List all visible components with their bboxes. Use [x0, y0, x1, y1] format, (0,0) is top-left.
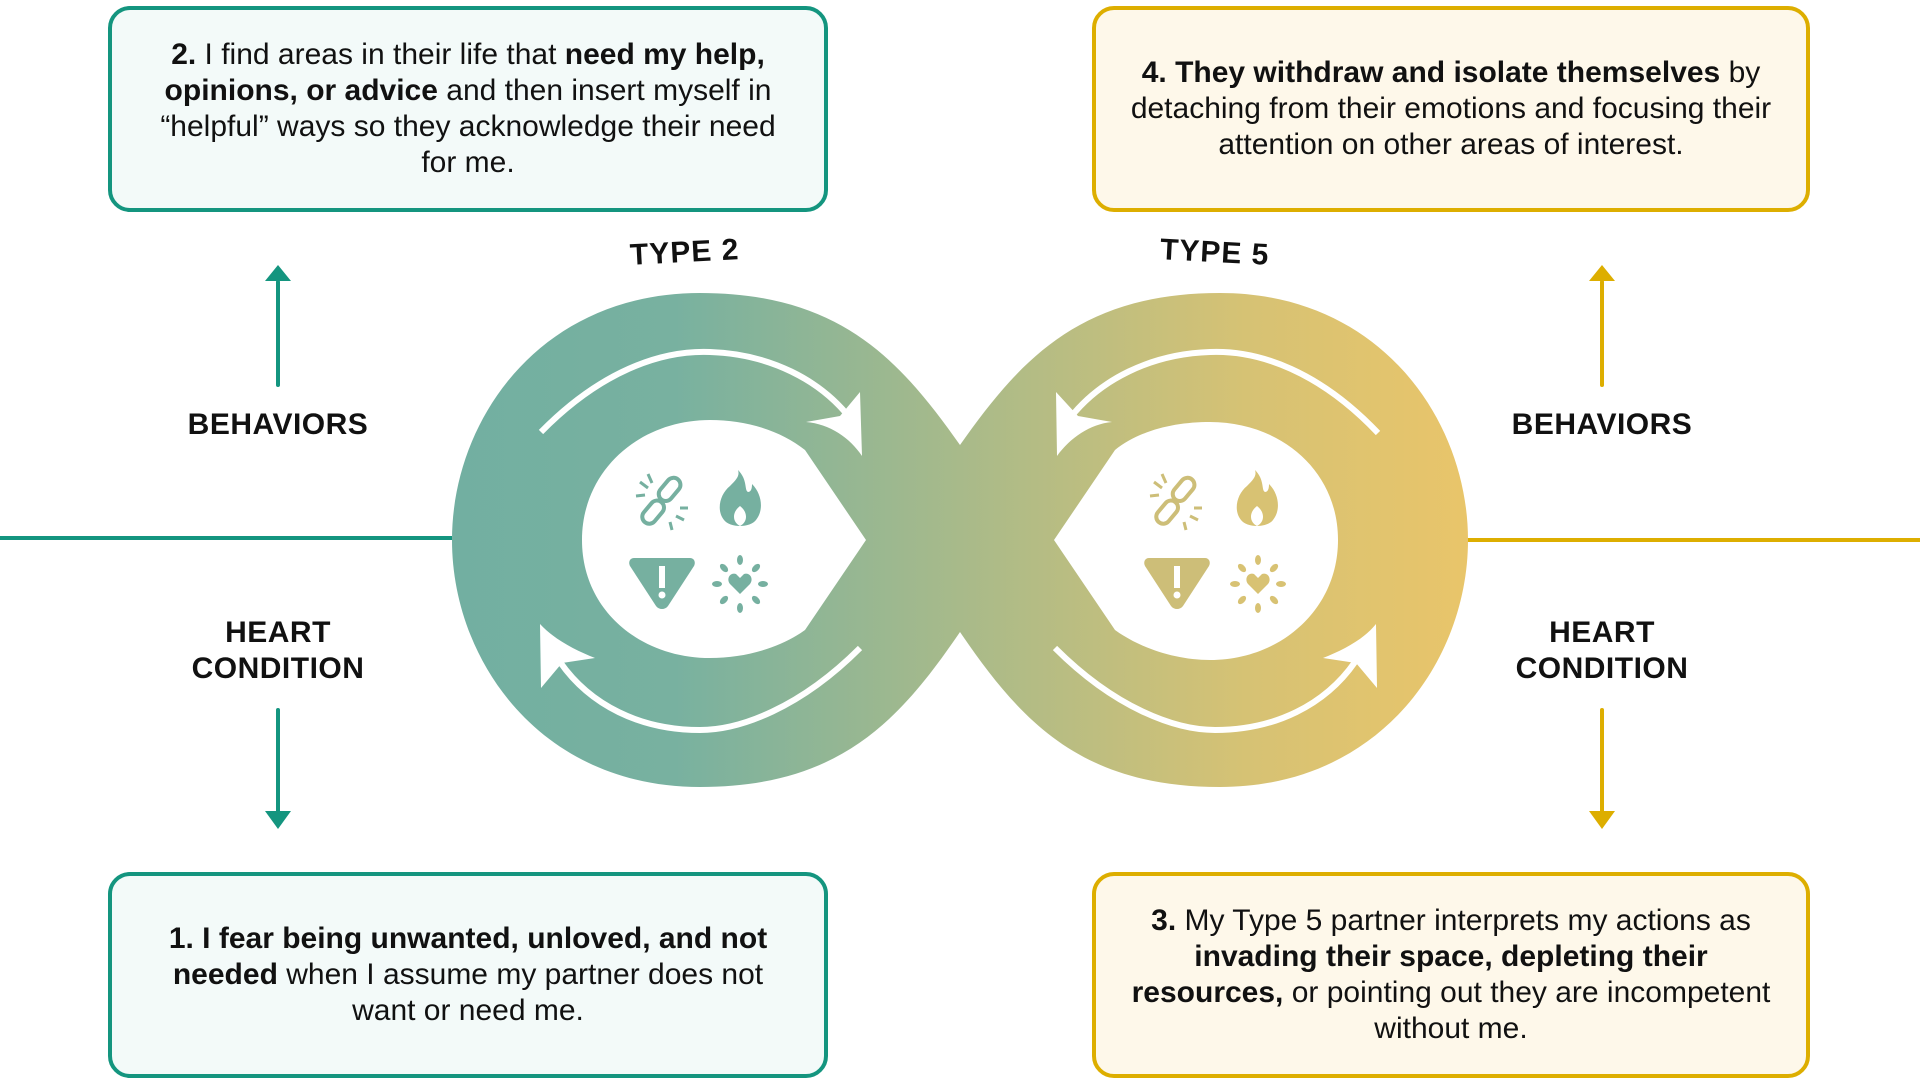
step-3-text: 3. My Type 5 partner interprets my actio… [1126, 903, 1776, 1047]
step-4-emphasis: 4. They withdraw and isolate themselves [1141, 56, 1721, 89]
cycle-arrow-right-bottom [1052, 624, 1377, 734]
heart-condition-label-left: HEART CONDITION [128, 615, 428, 687]
step-2-text-part: I find areas in their life that [196, 38, 565, 71]
behaviors-label-left: BEHAVIORS [187, 408, 369, 441]
arrow-down-heart-left [265, 708, 291, 829]
warning-icon [1144, 558, 1210, 609]
warning-icon [629, 558, 695, 609]
step-3-text-part: My Type 5 partner interprets my actions … [1176, 904, 1751, 937]
flame-icon [1236, 470, 1278, 526]
step-1-text-part: when I assume my partner does not want o… [277, 958, 764, 1027]
heart-condition-line2: CONDITION [1515, 652, 1689, 685]
step-4-box: 4. They withdraw and isolate themselves … [1092, 6, 1810, 212]
arrow-down-heart-right [1589, 708, 1615, 829]
cycle-arrow-left-bottom [540, 624, 863, 734]
infinity-loop [452, 293, 1468, 787]
cycle-arrow-right-top [1056, 348, 1381, 456]
step-3-text-part: or pointing out they are incompetent wit… [1283, 976, 1771, 1045]
step-2-text: 2. I find areas in their life that need … [142, 37, 794, 181]
heart-condition-line1: HEART [225, 616, 331, 649]
step-4-text-part: by detaching from their emotions and foc… [1130, 56, 1772, 161]
step-4-text: 4. They withdraw and isolate themselves … [1126, 55, 1776, 163]
step-3-box: 3. My Type 5 partner interprets my actio… [1092, 872, 1810, 1078]
heart-burst-icon [712, 555, 768, 613]
arrow-up-behaviors-right [1589, 265, 1615, 387]
heart-burst-icon [1230, 555, 1286, 613]
arrow-up-behaviors-left [265, 265, 291, 387]
step-1-text: 1. I fear being unwanted, unloved, and n… [142, 921, 794, 1029]
step-1-box: 1. I fear being unwanted, unloved, and n… [108, 872, 828, 1078]
behaviors-label-right: BEHAVIORS [1511, 408, 1693, 441]
broken-link-icon [635, 473, 688, 531]
heart-condition-label-right: HEART CONDITION [1452, 615, 1752, 687]
step-2-emphasis: need my help, opinions, or advice [164, 38, 765, 107]
step-2-number: 2. [171, 38, 197, 71]
step-2-text-part: and then insert myself in “helpful” ways… [160, 74, 776, 179]
flame-icon [719, 470, 761, 526]
step-2-box: 2. I find areas in their life that need … [108, 6, 828, 212]
type-5-title: TYPE 5 [1159, 233, 1271, 272]
step-3-emphasis: invading their space, depleting their re… [1131, 940, 1708, 1009]
type-2-title: TYPE 2 [629, 233, 741, 272]
heart-condition-line1: HEART [1549, 616, 1655, 649]
step-1-emphasis: 1. I fear being unwanted, unloved, and n… [168, 922, 768, 991]
broken-link-icon [1149, 473, 1202, 531]
heart-condition-line2: CONDITION [191, 652, 365, 685]
step-3-number: 3. [1151, 904, 1177, 937]
cycle-arrow-left-top [538, 348, 862, 456]
